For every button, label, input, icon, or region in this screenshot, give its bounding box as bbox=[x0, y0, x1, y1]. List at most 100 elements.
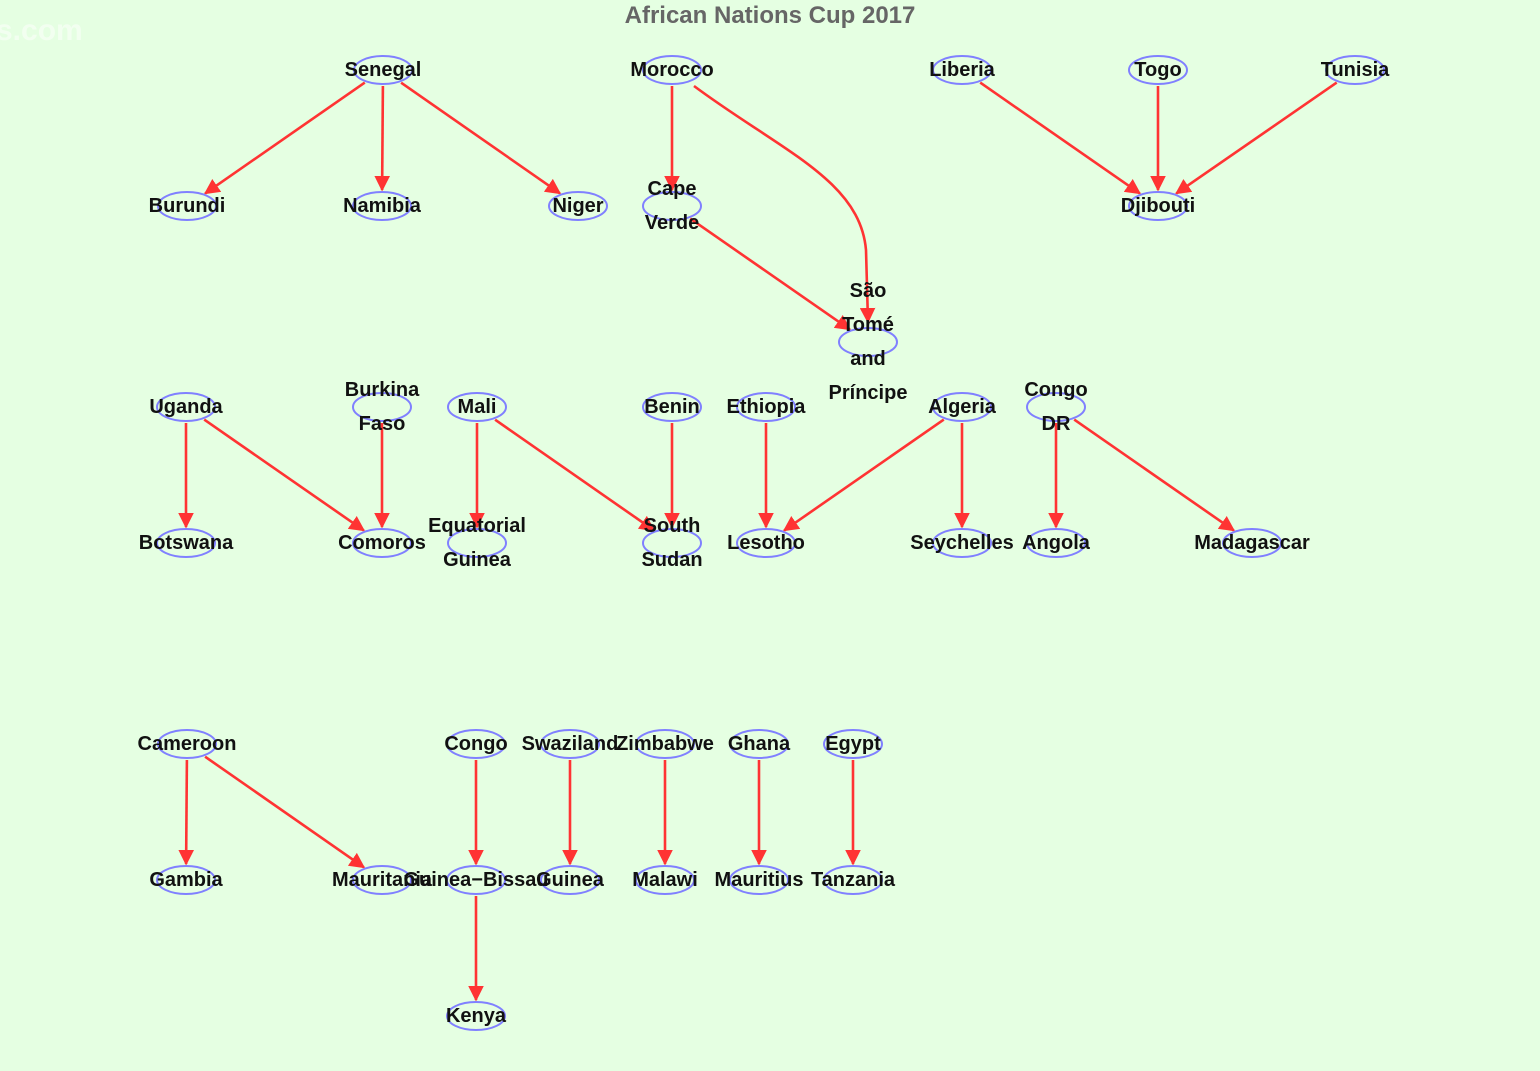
node-label-guinea-bissau: Guinea−Bissau bbox=[403, 869, 548, 891]
node-label-zimbabwe: Zimbabwe bbox=[616, 733, 714, 755]
edge-cape-verde-to-sao-tome bbox=[689, 217, 852, 331]
node-label-togo: Togo bbox=[1134, 59, 1181, 81]
node-ellipse-kenya bbox=[446, 1001, 506, 1031]
node-label-swaziland: Swaziland bbox=[522, 733, 619, 755]
node-ellipse-malawi bbox=[635, 865, 695, 895]
watermark: s.com bbox=[0, 14, 83, 47]
node-ellipse-djibouti bbox=[1128, 191, 1188, 221]
node-ellipse-south-sudan bbox=[642, 528, 702, 558]
node-algeria: Algeria bbox=[928, 392, 997, 422]
node-guinea-bissau: Guinea−Bissau bbox=[403, 865, 549, 895]
node-label-madagascar: Madagascar bbox=[1194, 532, 1310, 554]
node-label-senegal: Senegal bbox=[345, 59, 422, 81]
node-label-burundi: Burundi bbox=[149, 195, 226, 217]
node-label-malawi: Malawi bbox=[632, 869, 698, 891]
node-ghana: Ghana bbox=[728, 729, 791, 759]
node-ellipse-equatorial-guinea bbox=[447, 528, 507, 558]
node-ellipse-burkina-faso bbox=[352, 392, 412, 422]
node-label-mali: Mali bbox=[458, 396, 497, 418]
node-seychelles: Seychelles bbox=[910, 528, 1014, 558]
node-gambia: Gambia bbox=[149, 865, 224, 895]
node-label-angola: Angola bbox=[1022, 532, 1091, 554]
node-label-seychelles: Seychelles bbox=[910, 532, 1013, 554]
node-ellipse-guinea bbox=[540, 865, 600, 895]
node-uganda: Uganda bbox=[149, 392, 224, 422]
node-label-morocco: Morocco bbox=[630, 59, 713, 81]
node-label-sao-tome: São bbox=[850, 280, 887, 302]
node-label-benin: Benin bbox=[644, 396, 700, 418]
node-senegal: Senegal bbox=[345, 55, 422, 85]
node-ellipse-niger bbox=[548, 191, 608, 221]
node-ellipse-swaziland bbox=[540, 729, 600, 759]
node-label-equatorial-guinea: Guinea bbox=[443, 549, 512, 571]
node-angola: Angola bbox=[1022, 528, 1091, 558]
node-ellipse-liberia bbox=[932, 55, 992, 85]
node-label-kenya: Kenya bbox=[446, 1005, 507, 1027]
node-label-egypt: Egypt bbox=[825, 733, 881, 755]
node-ellipse-algeria bbox=[932, 392, 992, 422]
node-label-burkina-faso: Faso bbox=[359, 413, 406, 435]
node-label-tanzania: Tanzania bbox=[811, 869, 896, 891]
node-label-namibia: Namibia bbox=[343, 195, 422, 217]
node-label-cape-verde: Verde bbox=[645, 212, 699, 234]
node-label-djibouti: Djibouti bbox=[1121, 195, 1195, 217]
node-ellipse-angola bbox=[1026, 528, 1086, 558]
node-ellipse-botswana bbox=[156, 528, 216, 558]
node-ellipse-seychelles bbox=[932, 528, 992, 558]
edge-cameroon-to-mauritania bbox=[204, 755, 366, 869]
node-label-ghana: Ghana bbox=[728, 733, 791, 755]
node-ellipse-uganda bbox=[156, 392, 216, 422]
node-mauritius: Mauritius bbox=[715, 865, 804, 895]
diagram-title: African Nations Cup 2017 bbox=[624, 2, 916, 29]
edge-morocco-to-sao-tome bbox=[693, 84, 876, 324]
node-ellipse-congo bbox=[446, 729, 506, 759]
node-label-south-sudan: South bbox=[644, 515, 701, 537]
node-ellipse-mauritius bbox=[729, 865, 789, 895]
node-label-cape-verde: Cape bbox=[648, 178, 697, 200]
node-label-south-sudan: Sudan bbox=[641, 549, 702, 571]
node-botswana: Botswana bbox=[139, 528, 234, 558]
node-morocco: Morocco bbox=[630, 55, 714, 85]
node-ellipse-senegal bbox=[353, 55, 413, 85]
node-label-congo: Congo bbox=[444, 733, 507, 755]
node-kenya: Kenya bbox=[446, 1001, 507, 1031]
node-malawi: Malawi bbox=[632, 865, 698, 895]
node-ethiopia: Ethiopia bbox=[727, 392, 807, 422]
edge-liberia-to-djibouti bbox=[979, 81, 1142, 195]
node-ellipse-mauritania bbox=[352, 865, 412, 895]
node-tanzania: Tanzania bbox=[811, 865, 896, 895]
node-tunisia: Tunisia bbox=[1321, 55, 1390, 85]
node-label-lesotho: Lesotho bbox=[727, 532, 805, 554]
node-burundi: Burundi bbox=[149, 191, 226, 221]
node-ellipse-congo-dr bbox=[1026, 392, 1086, 422]
node-congo: Congo bbox=[444, 729, 508, 759]
node-ellipse-tunisia bbox=[1325, 55, 1385, 85]
node-ellipse-ethiopia bbox=[736, 392, 796, 422]
node-comoros: Comoros bbox=[338, 528, 426, 558]
edge-mali-to-south-sudan bbox=[494, 418, 656, 532]
node-ellipse-sao-tome bbox=[838, 327, 898, 357]
node-label-mauritius: Mauritius bbox=[715, 869, 804, 891]
node-label-equatorial-guinea: Equatorial bbox=[428, 515, 526, 537]
node-label-guinea: Guinea bbox=[536, 869, 605, 891]
node-label-algeria: Algeria bbox=[928, 396, 997, 418]
node-ellipse-togo bbox=[1128, 55, 1188, 85]
node-label-ethiopia: Ethiopia bbox=[727, 396, 807, 418]
node-mali: Mali bbox=[447, 392, 507, 422]
node-lesotho: Lesotho bbox=[727, 528, 805, 558]
node-label-cameroon: Cameroon bbox=[138, 733, 237, 755]
node-ellipse-zimbabwe bbox=[635, 729, 695, 759]
node-niger: Niger bbox=[548, 191, 608, 221]
node-benin: Benin bbox=[642, 392, 702, 422]
node-label-sao-tome: Príncipe bbox=[829, 382, 908, 404]
node-ellipse-tanzania bbox=[823, 865, 883, 895]
node-label-gambia: Gambia bbox=[149, 869, 223, 891]
node-label-botswana: Botswana bbox=[139, 532, 234, 554]
node-mauritania: Mauritania bbox=[332, 865, 433, 895]
edge-cameroon-to-gambia bbox=[178, 759, 195, 866]
